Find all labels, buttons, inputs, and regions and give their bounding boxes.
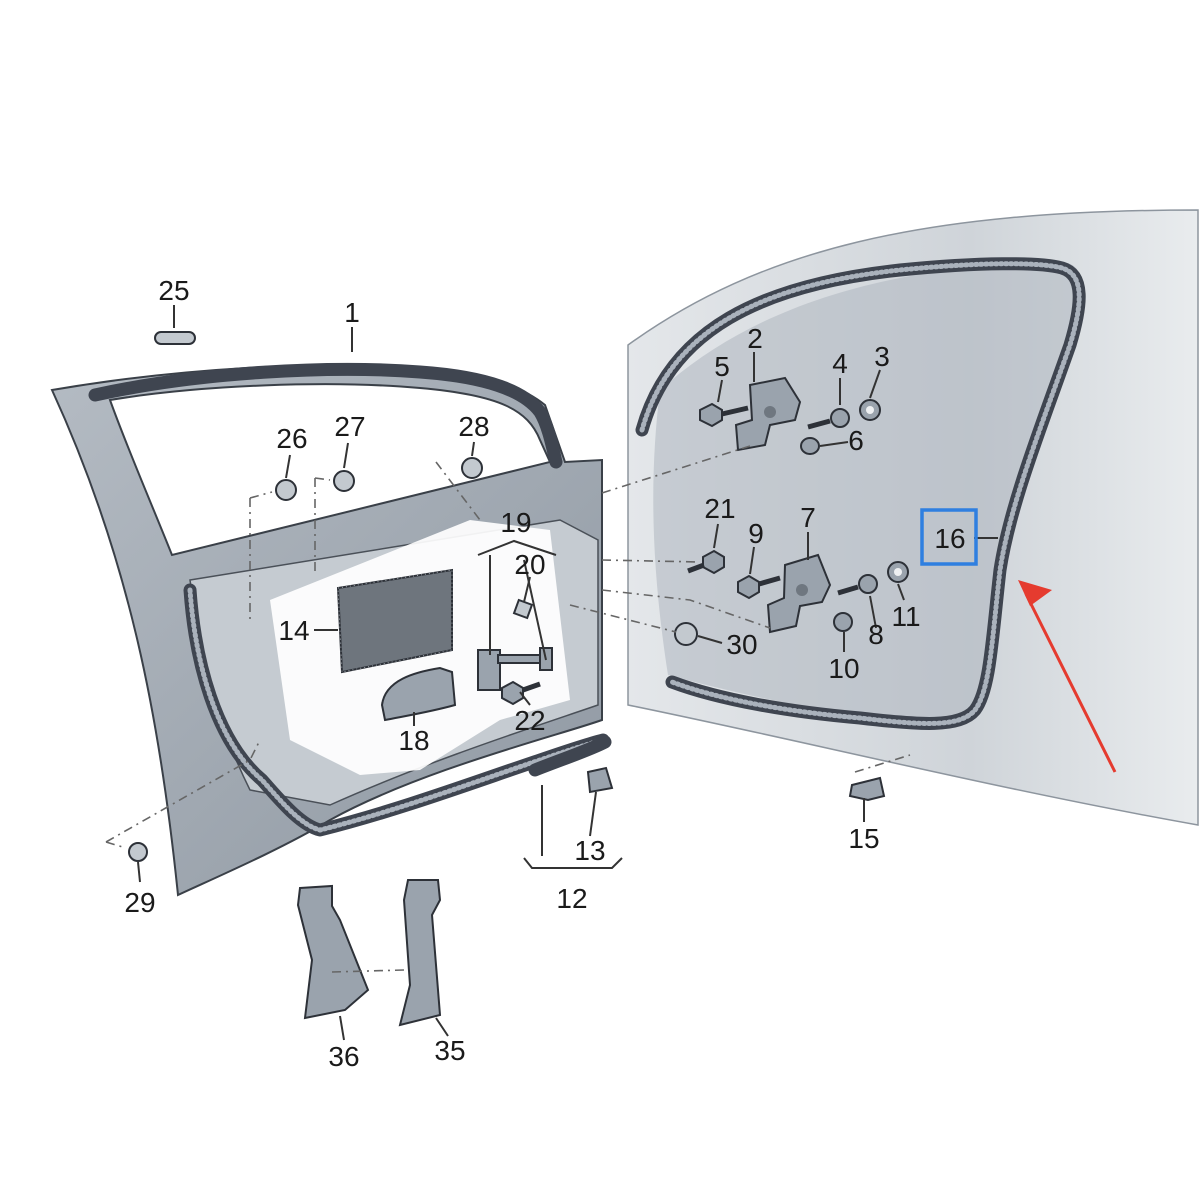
upper-hinge <box>734 376 802 452</box>
callout-16: 16 <box>934 523 965 554</box>
plugs-26-27-28 <box>275 457 483 501</box>
callout-18: 18 <box>398 725 429 756</box>
lower-hinge <box>766 553 832 634</box>
callout-4: 4 <box>832 348 848 379</box>
callout-19: 19 <box>500 507 531 538</box>
callout-28: 28 <box>458 411 489 442</box>
bolt-8 <box>837 574 878 596</box>
callout-29: 29 <box>124 887 155 918</box>
callout-13: 13 <box>574 835 605 866</box>
check-strap-19 <box>477 647 553 691</box>
bolt-22 <box>501 680 541 706</box>
callout-5: 5 <box>714 351 730 382</box>
handle-18 <box>380 666 457 722</box>
callout-1: 1 <box>344 297 360 328</box>
callout-20: 20 <box>514 549 545 580</box>
door-opening-seal-16 <box>635 257 1086 730</box>
cap-20 <box>512 598 534 620</box>
bolt-9 <box>737 574 781 600</box>
assembly-lines <box>105 445 911 973</box>
callout-9: 9 <box>748 518 764 549</box>
callout-10: 10 <box>828 653 859 684</box>
red-arrow-icon <box>1018 580 1117 773</box>
callout-14: 14 <box>278 615 309 646</box>
callout-30: 30 <box>726 629 757 660</box>
bolt-21 <box>687 549 725 575</box>
clip-13 <box>586 766 614 794</box>
nut-11 <box>887 561 909 583</box>
callout-11: 11 <box>891 601 920 632</box>
callout-6: 6 <box>848 425 864 456</box>
cap-25 <box>154 331 196 345</box>
callout-2: 2 <box>747 323 763 354</box>
callout-36: 36 <box>328 1041 359 1072</box>
bolt-5 <box>699 402 749 428</box>
callout-26: 26 <box>276 423 307 454</box>
callout-15: 15 <box>848 823 879 854</box>
bushing-6 <box>800 437 820 455</box>
plug-29 <box>128 842 148 862</box>
callout-labels: 1 2 3 4 5 6 7 8 9 10 11 12 13 14 15 16 1… <box>124 275 965 1072</box>
plug-30 <box>674 622 698 646</box>
bolt-4 <box>807 408 850 430</box>
callout-21: 21 <box>704 493 735 524</box>
nut-3 <box>859 399 881 421</box>
highlight-box-16 <box>920 508 978 566</box>
callout-25: 25 <box>158 275 189 306</box>
callout-27: 27 <box>334 411 365 442</box>
callout-7: 7 <box>800 502 816 533</box>
clip-15 <box>848 776 886 802</box>
trim-36 <box>296 884 370 1020</box>
sill-seal-12 <box>528 735 612 777</box>
bushing-10 <box>833 612 853 632</box>
door-seal <box>183 583 610 837</box>
sound-pad-14 <box>336 568 453 674</box>
car-body-panel <box>627 209 1199 826</box>
window-seal-1 <box>88 362 563 469</box>
callout-22: 22 <box>514 705 545 736</box>
callout-8: 8 <box>868 619 884 650</box>
callout-3: 3 <box>874 341 890 372</box>
leader-lines <box>137 305 998 1041</box>
trim-35 <box>398 879 442 1027</box>
callout-12: 12 <box>556 883 587 914</box>
callout-35: 35 <box>434 1035 465 1066</box>
